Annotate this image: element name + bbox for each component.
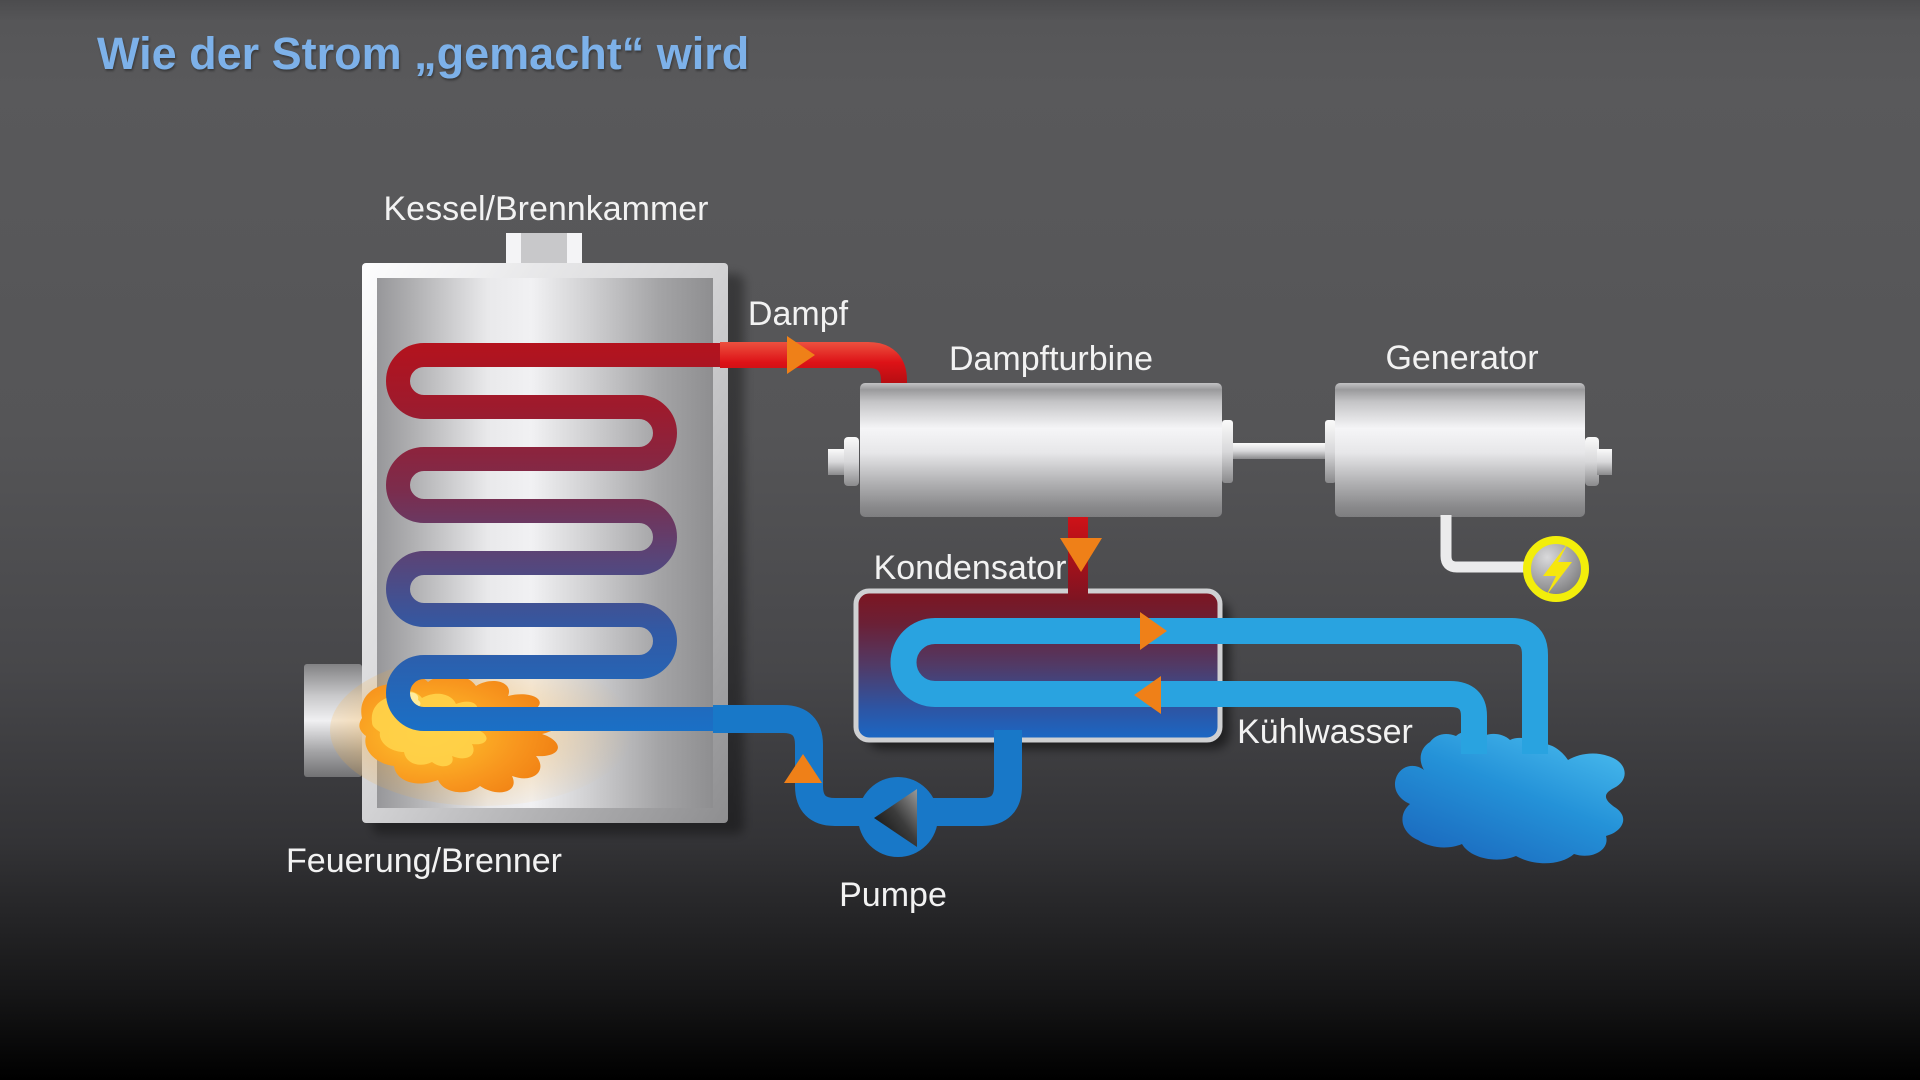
cooling-water-puddle — [1394, 731, 1625, 864]
label-condenser: Kondensator — [874, 549, 1067, 587]
label-steam-turbine: Dampfturbine — [949, 340, 1153, 378]
generator-unit — [1335, 383, 1612, 517]
label-cooling-water: Kühlwasser — [1237, 713, 1413, 751]
generator-cylinder — [1335, 383, 1585, 517]
generator-right-disc — [1585, 437, 1599, 486]
turbine-cylinder — [860, 383, 1222, 517]
generator-right-stub — [1597, 449, 1612, 475]
shaft-disc-left — [1222, 420, 1233, 483]
label-firing-burner: Feuerung/Brenner — [286, 842, 562, 880]
steam-turbine-unit — [828, 383, 1336, 517]
turbine-left-stub — [828, 449, 846, 475]
steam-flow-arrow-right-icon — [787, 336, 815, 374]
cooling-flow-arrow-left-icon — [1134, 676, 1161, 714]
feedwater-pipe — [713, 705, 1022, 826]
label-pump: Pumpe — [839, 876, 947, 914]
electricity-indicator — [1523, 536, 1589, 602]
pump-triangle-icon — [874, 789, 917, 847]
coupling-shaft — [1233, 443, 1325, 459]
cooling-water-pipe — [890, 618, 1548, 754]
label-steam: Dampf — [748, 295, 849, 333]
page-title: Wie der Strom „gemacht“ wird — [97, 28, 750, 79]
electric-wire — [1440, 515, 1525, 573]
cooling-flow-arrow-right-icon — [1140, 612, 1167, 650]
steam-flow-arrow-down-icon — [1060, 538, 1102, 572]
shaft-disc-right — [1325, 420, 1336, 483]
label-boiler: Kessel/Brennkammer — [383, 190, 708, 228]
label-generator: Generator — [1385, 339, 1538, 377]
boiler-coil-pipe — [386, 343, 726, 731]
diagram-labels: Kessel/Brennkammer Dampf Dampfturbine Ge… — [286, 190, 1539, 914]
turbine-left-disc — [844, 437, 859, 486]
lightning-bolt-icon — [1543, 543, 1572, 596]
steam-pipe — [720, 342, 907, 394]
feedwater-flow-arrow-up-icon — [784, 754, 822, 783]
pump — [858, 777, 938, 857]
